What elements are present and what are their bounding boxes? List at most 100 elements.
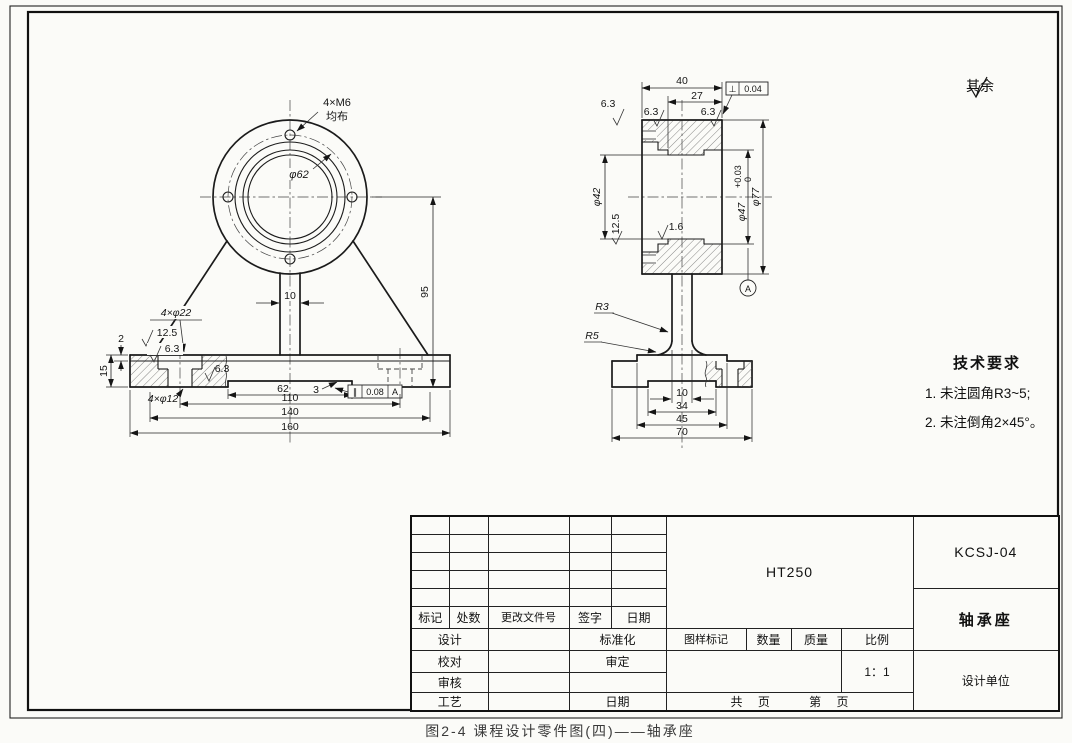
empty-cell (568, 569, 612, 589)
dim-34: 34 (676, 400, 688, 412)
cell-shuliang: 数量 (745, 627, 792, 651)
general-roughness-note: 其余 (966, 76, 998, 99)
shoulder-circle (247, 154, 333, 240)
dim-phi47: φ47 (736, 202, 748, 222)
roughness-6-3-2: 6.3 (644, 106, 659, 118)
roughness-12-5: 12.5 (157, 327, 178, 339)
bore-profile-top (642, 141, 722, 156)
roughness-icon (149, 345, 162, 363)
cell-shending: 审定 (568, 649, 667, 673)
empty-cell (448, 587, 489, 607)
dim-95: 95 (419, 286, 431, 298)
empty-cell (610, 515, 667, 535)
outer-boss-circle (212, 119, 368, 275)
dim-phi47-lower-tol: 0 (743, 177, 753, 182)
cell-bili: 比例 (840, 627, 914, 651)
drawing-number-cell: KCSJ-04 (912, 515, 1060, 589)
tolerance-symbol: ⊥ (729, 84, 737, 94)
break-line (704, 360, 708, 388)
tolerance-symbol: ∥ (353, 387, 358, 397)
col-header-chushu: 处数 (448, 605, 489, 629)
roughness-icon (657, 224, 669, 240)
parallelism-tolerance-frame: ∥ 0.08 A (334, 384, 403, 399)
pages-cell: 共 页 第 页 (665, 691, 914, 712)
dim-70: 70 (676, 426, 688, 438)
label-phi62: φ62 (289, 169, 308, 181)
bore-circle (242, 149, 338, 245)
datum-a: A (739, 248, 757, 297)
dim-phi42: φ42 (591, 188, 603, 207)
empty-cell (610, 551, 667, 571)
roughness-icon (204, 366, 216, 382)
side-base (611, 354, 753, 388)
col-header-qianzi: 签字 (568, 605, 612, 629)
empty-cell (448, 533, 489, 553)
dim-phi77: φ77 (750, 187, 762, 207)
roughness-icon (652, 109, 665, 127)
roughness-6-3-a: 6.3 (165, 343, 180, 355)
m6-hole-bottom (284, 253, 296, 265)
empty-cell (487, 569, 570, 589)
cell-gongyi: 工艺 (410, 691, 489, 712)
dim-45: 45 (676, 413, 688, 425)
roughness-6-3-1: 6.3 (601, 98, 616, 110)
empty-cell (568, 587, 612, 607)
roughness-icon (612, 108, 625, 126)
empty-cell (487, 587, 570, 607)
empty-cell (487, 691, 570, 712)
cell-zhiliang: 质量 (790, 627, 842, 651)
empty-cell (568, 515, 612, 535)
front-dimensions: 4×M6 均布 φ62 10 95 15 2 4×φ22 12.5 6.3 (98, 97, 451, 437)
m6-hole-top (284, 129, 296, 141)
empty-cell (448, 569, 489, 589)
empty-cell (568, 551, 612, 571)
roughness-icon (611, 230, 623, 245)
dim-110: 110 (282, 392, 299, 404)
empty-cell (410, 533, 450, 553)
dim-3: 3 (313, 384, 319, 396)
scale-value-cell: 1：1 (840, 649, 914, 693)
empty-cell (410, 551, 450, 571)
roughness-icon (709, 109, 722, 127)
label-r3: R3 (595, 301, 609, 313)
org-cell: 设计单位 (912, 649, 1060, 712)
label-m6: 4×M6 (323, 97, 351, 109)
cell-tuyang: 图样标记 (665, 627, 747, 651)
roughness-6-3-b: 6.3 (215, 363, 230, 375)
title-block: HT250 KCSJ-04 轴承座 标记 处数 更改文件号 签字 日期 设计 标… (410, 515, 1061, 712)
dim-27: 27 (691, 90, 703, 102)
empty-cell (487, 515, 570, 535)
roughness-6-3-3: 6.3 (701, 106, 716, 118)
bore-profile-bottom (642, 238, 722, 253)
side-view (611, 100, 772, 448)
tech-item-1: 1. 未注圆角R3~5; (925, 386, 1031, 401)
empty-cell (410, 515, 450, 535)
dim-10-side: 10 (676, 387, 688, 399)
empty-cell (665, 649, 842, 693)
cell-sheji: 设计 (410, 627, 489, 651)
col-header-riqi: 日期 (610, 605, 667, 629)
tech-item-2: 2. 未注倒角2×45°。 (925, 415, 1044, 430)
m6-hole-left (222, 191, 234, 203)
empty-cell (410, 569, 450, 589)
empty-cell (487, 551, 570, 571)
empty-cell (487, 671, 570, 693)
col-header-biaoji: 标记 (410, 605, 450, 629)
technical-requirements: 技术要求 1. 未注圆角R3~5; 2. 未注倒角2×45°。 (925, 352, 1072, 431)
tolerance-datum: A (392, 387, 398, 397)
empty-cell (410, 587, 450, 607)
empty-cell (568, 671, 667, 693)
empty-cell (448, 551, 489, 571)
cell-biaozhunhua: 标准化 (568, 627, 667, 651)
col-header-genggai: 更改文件号 (487, 605, 570, 629)
cell-jiaodui: 校对 (410, 649, 489, 673)
side-dimensions: 40 27 6.3 6.3 6.3 ⊥ 0.04 φ42 12.5 1.6 (584, 75, 769, 442)
cell-shenhe: 审核 (410, 671, 489, 693)
material-cell: HT250 (665, 515, 914, 629)
figure-caption: 图2-4 课程设计零件图(四)——轴承座 (425, 723, 695, 739)
dim-140: 140 (281, 406, 299, 418)
tech-title: 技术要求 (953, 355, 1022, 372)
empty-cell (487, 649, 570, 673)
counterbore-circle (234, 141, 346, 253)
empty-cell (610, 587, 667, 607)
